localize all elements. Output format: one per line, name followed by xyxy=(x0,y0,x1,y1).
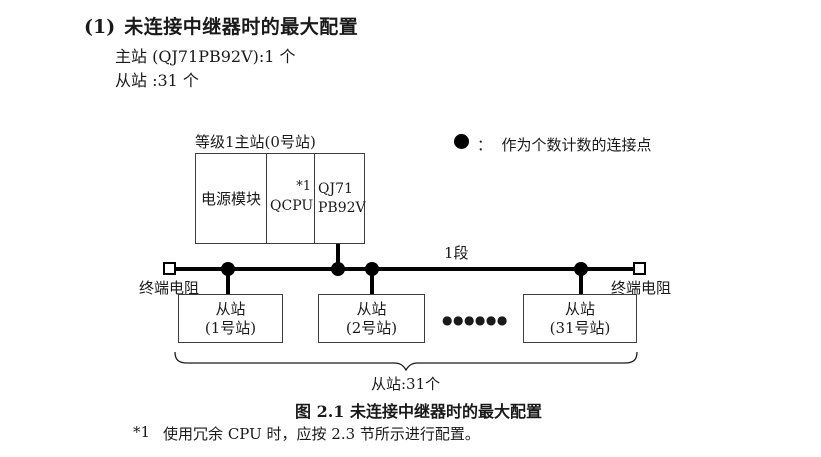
slave-spec-line: 从站 :31 个 xyxy=(115,71,199,90)
footnote: *1 使用冗余 CPU 时，应按 2.3 节所示进行配置。 xyxy=(133,423,480,444)
legend-dot-icon xyxy=(454,134,469,149)
pb92v-line2: PB92V xyxy=(318,199,366,216)
slave-name: 从站 xyxy=(356,299,387,318)
terminator-left-icon xyxy=(163,262,176,275)
slave-station-box: 从站 (31号站) xyxy=(523,294,637,343)
drop-line-slave2 xyxy=(370,271,374,294)
footnote-ref: *1 xyxy=(296,179,311,194)
qcpu-cell: *1 QCPU xyxy=(266,154,314,243)
drop-line-slave31 xyxy=(579,271,583,294)
connection-point-dot xyxy=(365,262,379,276)
legend-text: ： 作为个数计数的连接点 xyxy=(477,136,652,154)
slave-station-number: (2号站) xyxy=(345,318,398,337)
slave-station-box: 从站 (1号站) xyxy=(178,294,283,343)
slave-name: 从站 xyxy=(215,299,246,318)
terminator-left-label: 终端电阻 xyxy=(139,279,200,297)
connection-point-dot xyxy=(574,262,588,276)
section-heading: (1) 未连接中继器时的最大配置 xyxy=(84,12,358,39)
section-title: 未连接中继器时的最大配置 xyxy=(124,16,359,38)
brace xyxy=(174,351,638,372)
master-station-label: 等级1主站(0号站) xyxy=(195,133,316,151)
power-module-cell: 电源模块 xyxy=(200,190,261,208)
slave-name: 从站 xyxy=(564,299,595,318)
brace-label: 从站:31个 xyxy=(371,375,441,393)
ellipsis-dots: ●●●●●● xyxy=(442,313,508,327)
drop-line-slave1 xyxy=(226,271,230,294)
terminator-right-label: 终端电阻 xyxy=(611,279,672,297)
master-station-box: 电源模块 *1 QCPU QJ71 PB92V xyxy=(195,153,366,244)
qcpu-label: QCPU xyxy=(270,198,314,214)
connection-point-dot xyxy=(331,262,345,276)
drop-line-master xyxy=(336,244,340,267)
footnote-marker: *1 xyxy=(133,423,151,441)
footnote-text: 使用冗余 CPU 时，应按 2.3 节所示进行配置。 xyxy=(163,425,480,443)
section-number: (1) xyxy=(84,16,116,38)
connection-point-dot xyxy=(221,262,235,276)
slave-station-number: (31号站) xyxy=(549,318,611,337)
pb92v-cell: QJ71 PB92V xyxy=(314,154,366,243)
slave-station-box: 从站 (2号站) xyxy=(318,294,425,343)
segment-label: 1段 xyxy=(444,244,469,262)
bus-line xyxy=(170,267,641,271)
master-spec-line: 主站 (QJ71PB92V):1 个 xyxy=(115,47,296,66)
slave-station-number: (1号站) xyxy=(204,318,257,337)
figure-caption: 图 2.1 未连接中继器时的最大配置 xyxy=(295,402,542,421)
pb92v-line1: QJ71 xyxy=(318,180,353,197)
terminator-right-icon xyxy=(633,262,646,275)
